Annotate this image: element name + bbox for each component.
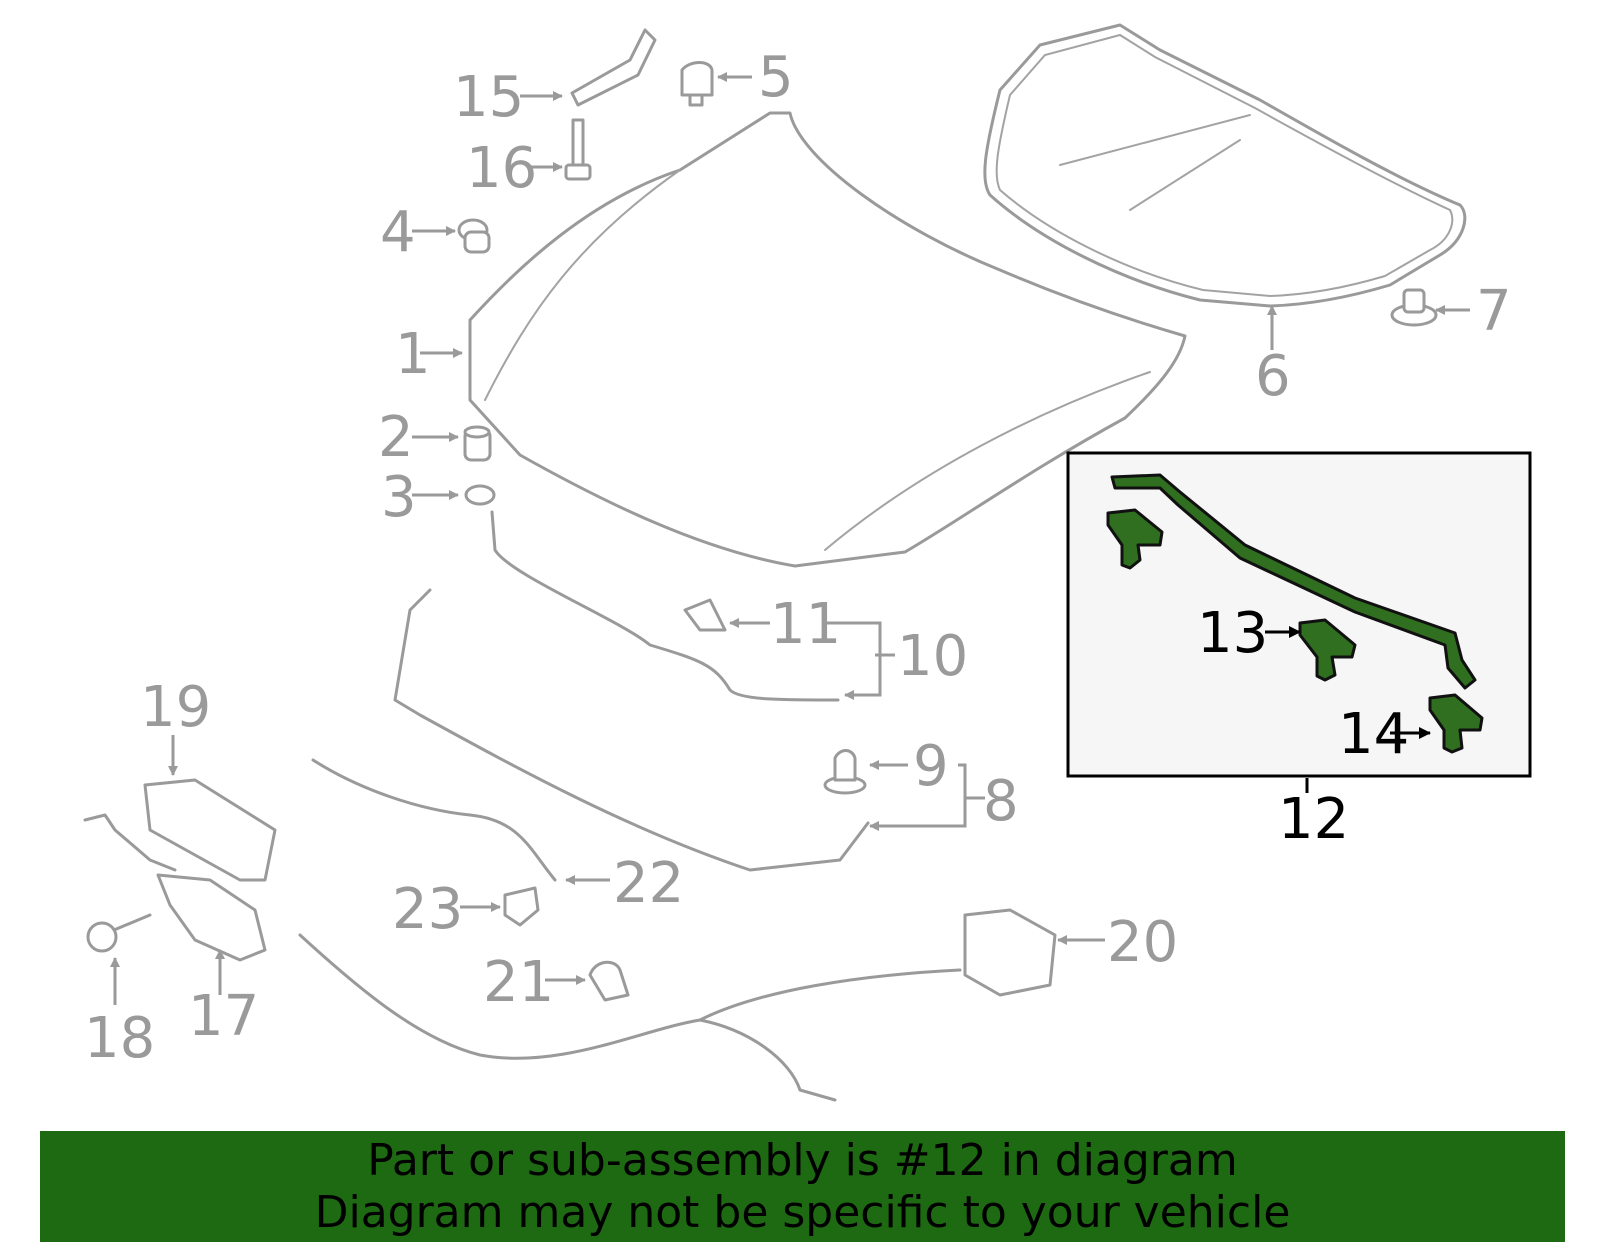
- hood-latch: [83, 813, 267, 962]
- callout-12: 12: [1278, 787, 1349, 852]
- rod-clip-top: [1106, 508, 1164, 570]
- callout-4: 4: [380, 200, 416, 265]
- callout-3: 3: [381, 465, 417, 530]
- rod-clip-14: [1428, 693, 1484, 754]
- inset-leader-lines: [1265, 626, 1431, 793]
- front-seal-clip: [823, 749, 867, 795]
- callout-9: 9: [913, 734, 949, 799]
- cable-clip: [503, 886, 540, 927]
- callout-22: 22: [613, 851, 684, 916]
- banner-line-1: Part or sub-assembly is #12 in diagram: [367, 1134, 1238, 1186]
- support-rod-highlighted: [1110, 473, 1477, 690]
- hood-bumper: [463, 425, 492, 462]
- callout-18: 18: [84, 1006, 155, 1071]
- callout-23: 23: [392, 877, 463, 942]
- latch-cable-actuator: [298, 908, 1057, 1102]
- insulator-clip: [1390, 288, 1438, 327]
- latch-clip: [588, 960, 630, 1002]
- leader-lines: [110, 72, 1470, 1005]
- callout-17: 17: [188, 984, 259, 1049]
- hood-insulator: [983, 23, 1467, 308]
- callout-16: 16: [466, 136, 537, 201]
- callout-2: 2: [378, 405, 414, 470]
- callout-20: 20: [1107, 910, 1178, 975]
- hood-washer: [464, 484, 496, 506]
- callout-10: 10: [897, 624, 968, 689]
- info-banner: Part or sub-assembly is #12 in diagram D…: [40, 1131, 1565, 1242]
- callout-8: 8: [983, 769, 1019, 834]
- callout-labels: 1 2 3 4 5 6 7 8 9 10 11 12 13 14 15 16 1…: [84, 45, 1512, 1071]
- latch-cover: [143, 778, 277, 882]
- banner-line-2: Diagram may not be specific to your vehi…: [314, 1186, 1291, 1238]
- callout-5: 5: [758, 45, 794, 110]
- seal-clip: [683, 598, 727, 632]
- inset-highlighted-part: [1066, 451, 1532, 778]
- hood-seal: [490, 510, 840, 702]
- hood-cushion: [457, 218, 491, 254]
- callout-19: 19: [140, 675, 211, 740]
- callout-13: 13: [1197, 601, 1268, 666]
- hinge-bracket: [570, 28, 657, 107]
- callout-11: 11: [770, 592, 841, 657]
- callout-15: 15: [453, 65, 524, 130]
- callout-7: 7: [1476, 279, 1512, 344]
- hood-panel: [468, 111, 1187, 568]
- callout-14: 14: [1338, 702, 1409, 767]
- hood-stopper: [680, 61, 714, 107]
- latch-bolt: [86, 913, 152, 953]
- front-seal: [393, 588, 870, 872]
- callout-1: 1: [395, 322, 431, 387]
- callout-6: 6: [1255, 344, 1291, 409]
- release-cable: [311, 758, 557, 882]
- hinge-bolt: [564, 118, 592, 181]
- rod-clip-13: [1298, 618, 1357, 682]
- callout-21: 21: [483, 950, 554, 1015]
